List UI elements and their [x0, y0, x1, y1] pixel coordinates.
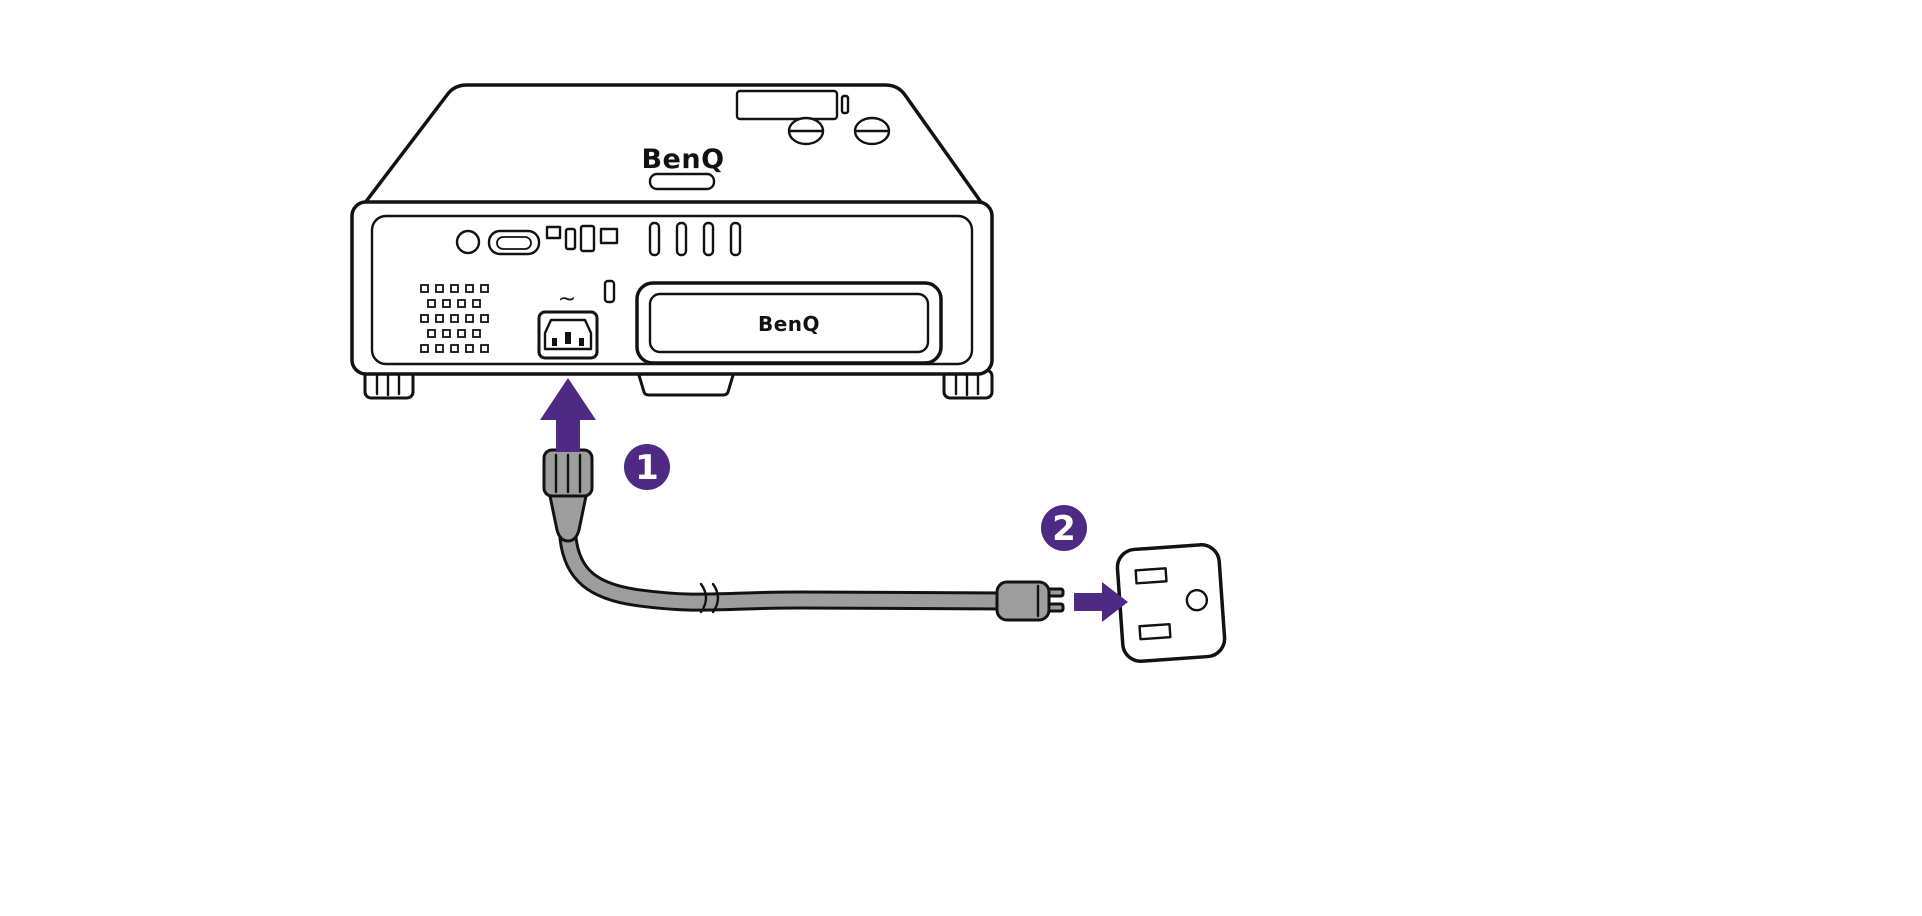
- speaker-grille: [420, 284, 489, 353]
- logo-plate: [648, 172, 716, 191]
- power-connector: [542, 448, 594, 543]
- lan-port: [599, 227, 619, 245]
- audio-port: [455, 229, 481, 255]
- ac-symbol: ~: [558, 287, 576, 312]
- io-ports: [455, 224, 619, 256]
- outlet-ground-hole: [1185, 588, 1209, 612]
- hdmi-port: [579, 224, 596, 253]
- air-vents: [648, 221, 742, 257]
- security-slot: [603, 279, 616, 304]
- adjust-dial-left: [787, 116, 825, 146]
- step1-number: 1: [635, 448, 659, 488]
- adjust-dial-right: [853, 116, 891, 146]
- step2-number: 2: [1052, 509, 1076, 549]
- benq-logo-lamp: BenQ: [758, 312, 820, 336]
- cable-tie-mark: [699, 582, 720, 614]
- lamp-cover: BenQ: [635, 281, 943, 365]
- bottom-tab: [636, 370, 736, 397]
- ac-inlet: [537, 310, 599, 360]
- step2-badge: 2: [1041, 505, 1087, 551]
- outlet-slot-bottom: [1138, 622, 1172, 641]
- vga-port: [487, 229, 541, 256]
- power-cable: [561, 531, 1013, 609]
- arrow-up-icon: [540, 378, 596, 452]
- outlet-slot-top: [1134, 567, 1168, 585]
- usb-port-small: [545, 225, 562, 240]
- wall-outlet: [1115, 543, 1227, 663]
- arrow-right-icon: [1074, 582, 1128, 622]
- usb-port: [564, 227, 577, 251]
- power-cord: [542, 448, 1065, 622]
- projector: BenQ: [350, 83, 994, 400]
- power-plug: [995, 580, 1065, 622]
- benq-logo-top: BenQ: [641, 144, 724, 175]
- step1-badge: 1: [624, 444, 670, 490]
- control-panel: [735, 89, 850, 121]
